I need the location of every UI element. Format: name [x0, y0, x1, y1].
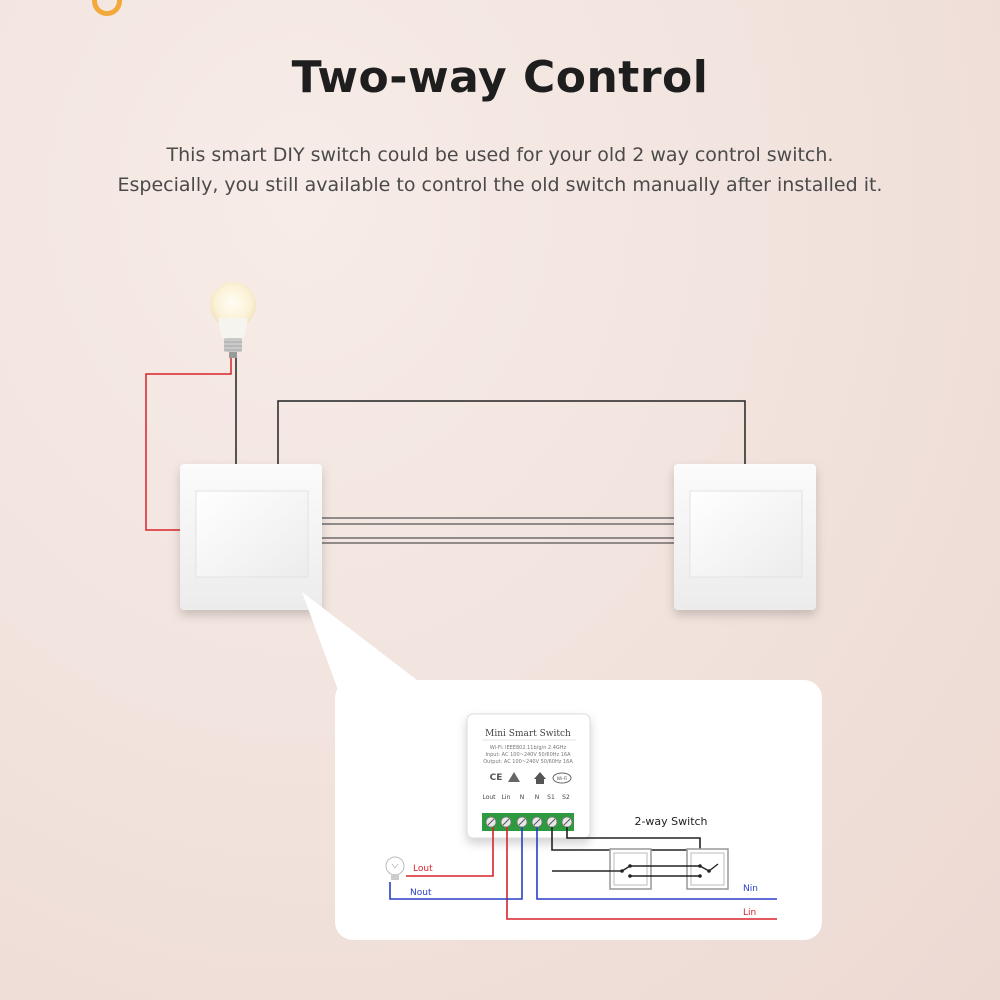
- light-bulb-icon: [210, 282, 256, 358]
- nin-wire: [536, 827, 777, 900]
- two-way-switch-right: [686, 848, 729, 890]
- two-way-switch-label: 2-way Switch: [634, 815, 707, 828]
- terminal-label-lin: Lin: [502, 794, 511, 801]
- brand-logo-arc: [92, 0, 122, 16]
- terminal-label-n1: N: [520, 794, 525, 801]
- home-icon: [534, 772, 546, 784]
- s2-wire: [566, 827, 701, 858]
- svg-text:Wi-Fi: Wi-Fi: [557, 776, 568, 782]
- terminal-label-s1: S1: [547, 794, 555, 801]
- ce-mark-icon: CE: [490, 773, 503, 783]
- left-wall-switch: [180, 464, 322, 610]
- terminal-label-n2: N: [535, 794, 540, 801]
- terminal-labels: Lout Lin N N S1 S2: [482, 794, 570, 801]
- terminal-label-lout: Lout: [482, 794, 496, 801]
- lin-label: Lin: [743, 908, 756, 918]
- lout-wire: [406, 827, 494, 877]
- rohs-icon: [508, 772, 520, 782]
- module-spec-wifi: Wi-Fi: IEEE802.11b/g/n 2.4GHz: [490, 745, 567, 751]
- main-wires: [145, 358, 746, 544]
- nout-wire: [389, 827, 523, 900]
- page-title: Two-way Control: [291, 52, 709, 103]
- traveler-wires: [552, 863, 719, 877]
- lin-wire: [506, 827, 777, 920]
- right-wall-switch: [674, 464, 816, 610]
- description-line-2: Especially, you still available to contr…: [117, 174, 883, 196]
- lout-label: Lout: [413, 864, 433, 874]
- terminal-label-s2: S2: [562, 794, 570, 801]
- wifi-badge-icon: Wi-Fi: [552, 772, 572, 784]
- module-name: Mini Smart Switch: [485, 729, 571, 739]
- module-spec-output: Output: AC 100~240V 50/60Hz 16A: [483, 759, 573, 765]
- two-way-switch-left: [609, 848, 652, 890]
- mini-smart-switch-module: Mini Smart Switch Wi-Fi: IEEE802.11b/g/n…: [466, 713, 591, 839]
- diagram-bulb-icon: [385, 856, 405, 880]
- module-spec-input: Input: AC 100~240V 50/60Hz 16A: [485, 752, 571, 758]
- description-line-1: This smart DIY switch could be used for …: [166, 144, 834, 166]
- nin-label: Nin: [743, 884, 758, 894]
- nout-label: Nout: [410, 888, 432, 898]
